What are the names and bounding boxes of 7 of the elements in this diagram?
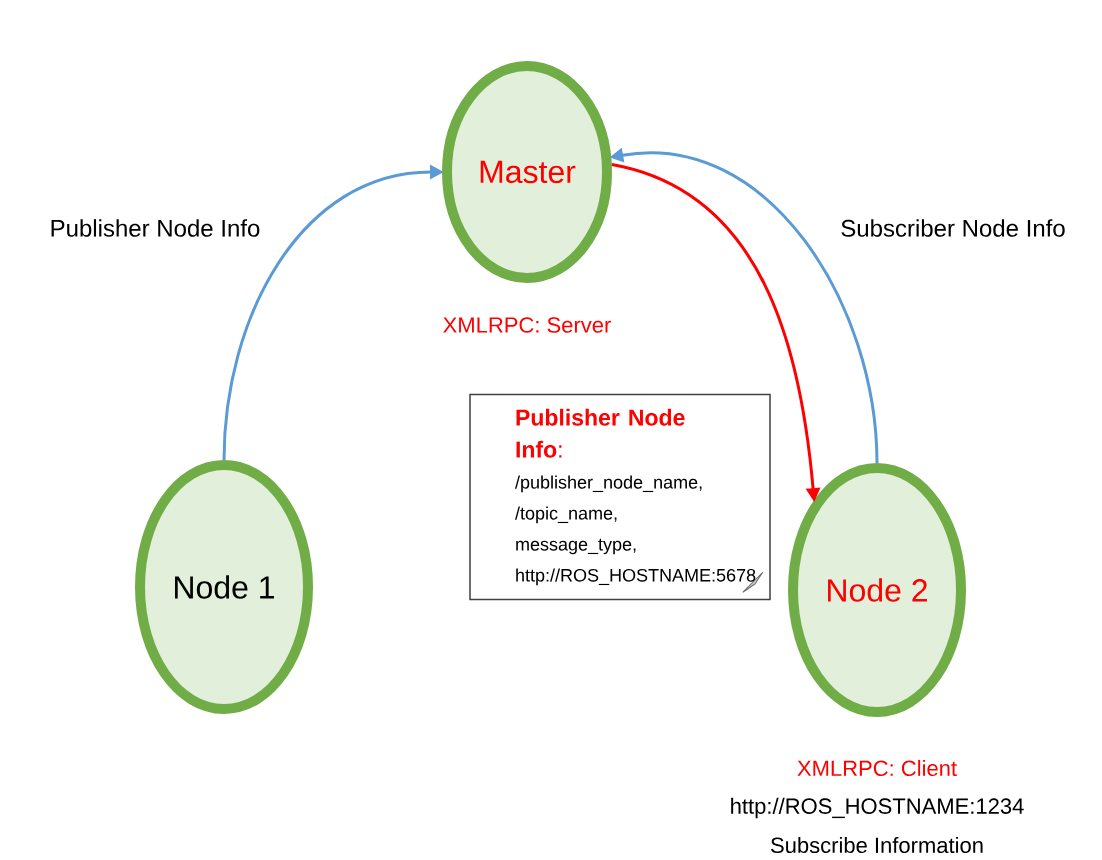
edge-label: Publisher Node Info: [48, 218, 262, 238]
node-caption: XMLRPC: Server: [443, 317, 611, 333]
node-caption: Subscribe Information: [771, 836, 983, 854]
node-caption: http://ROS_HOSTNAME:1234: [731, 797, 1024, 819]
note-box: Publisher Node Info: /publisher_node_name, /topic_name, message_type, http://ROS_HOSTNAME:5678: [469, 393, 771, 601]
edge-label: Subscriber Node Info: [839, 218, 1067, 238]
node-caption: XMLRPC: Client: [797, 759, 957, 777]
